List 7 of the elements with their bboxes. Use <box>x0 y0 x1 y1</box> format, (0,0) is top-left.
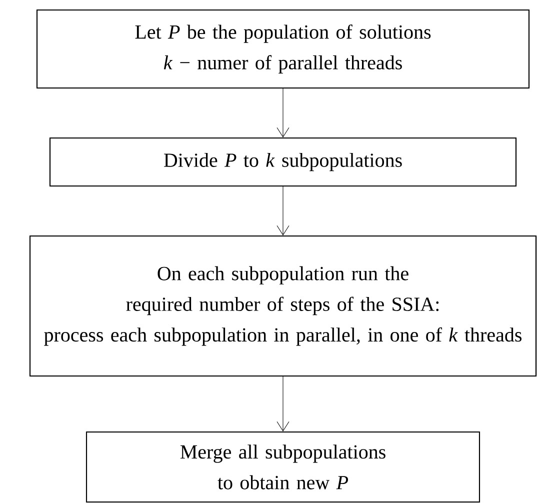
arrow <box>276 376 290 432</box>
process-box: On each subpopulation run the required number of steps of the SSIA: process each subpopulation in parallel, in one of k threads <box>29 235 537 377</box>
arrow <box>276 88 290 138</box>
arrow <box>276 186 290 236</box>
process-box: Merge all subpopulations to obtain new P <box>86 431 480 503</box>
process-box: Let P be the population of solutions k − numer of parallel threads <box>36 9 530 89</box>
process-box: Divide P to k subpopulations <box>49 137 517 187</box>
